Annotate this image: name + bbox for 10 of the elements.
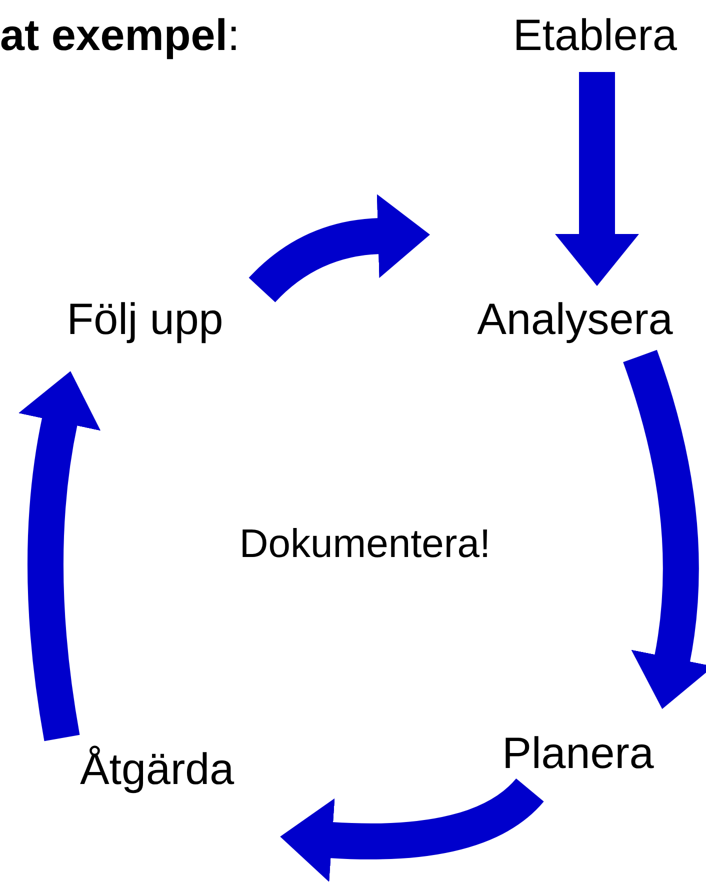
heading: at exempel: [0,10,240,62]
arrow [555,72,639,286]
step-label: Etablera [488,8,702,64]
arrow [622,350,706,710]
step-label: Analysera [448,292,702,348]
arrow [18,370,101,741]
step-label: Följ upp [38,292,252,348]
center-note: Dokumentera! [238,521,492,568]
step-label: Planera [478,726,678,782]
step-label: Åtgärda [52,742,262,798]
